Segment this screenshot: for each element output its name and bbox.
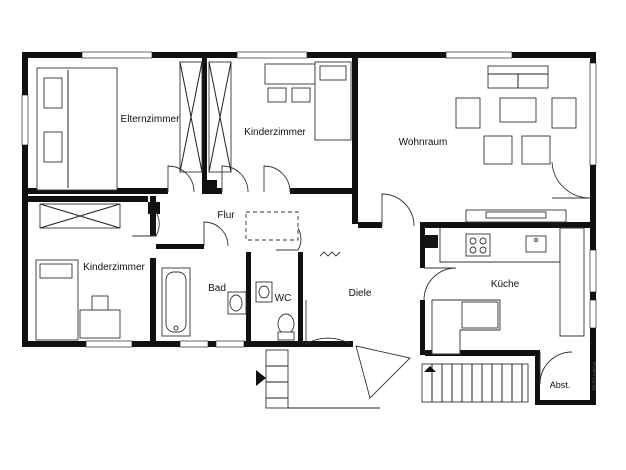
- door-kinderzimmer-left: [132, 211, 160, 237]
- door-entrance-outer: [355, 345, 411, 399]
- label-bad: Bad: [208, 283, 226, 294]
- kueche-fixtures: [431, 227, 585, 355]
- entrance-landing: [256, 349, 380, 409]
- window-kueche-upper: [589, 249, 597, 293]
- coffee-table: [499, 97, 537, 123]
- door-entrance-inner: [305, 300, 351, 345]
- wohnraum-furniture: [455, 65, 577, 223]
- label-abst: Abst.: [550, 380, 571, 390]
- door-bad: [203, 221, 229, 247]
- door-wohnraum: [381, 193, 415, 227]
- dining-chair: [483, 135, 513, 165]
- window-left-top: [21, 94, 29, 146]
- chair-left: [91, 295, 109, 311]
- door-kinderzimmer-top: [221, 165, 249, 193]
- entrance-arrow-icon: [256, 370, 266, 386]
- toilet: [277, 313, 295, 335]
- kitchen-table: [461, 301, 499, 329]
- elternzimmer-furniture: [36, 61, 203, 191]
- staircase: [421, 363, 529, 403]
- label-flur: Flur: [217, 210, 235, 221]
- cooktop: [465, 233, 491, 257]
- wc-fixtures: [255, 281, 295, 341]
- credit-text: McGrundriss: [592, 361, 598, 390]
- sink: [525, 235, 547, 253]
- landing-step: [265, 349, 289, 409]
- door-kueche: [423, 267, 457, 301]
- window-kinderzimmer-bottom: [85, 340, 133, 348]
- window-bad-2: [215, 340, 245, 348]
- flur-furniture: [245, 211, 341, 257]
- window-elternzimmer: [81, 51, 153, 59]
- bad-fixtures: [161, 267, 247, 337]
- doors: [132, 161, 591, 399]
- window-wohnraum-top: [445, 51, 513, 59]
- window-bad-1: [179, 340, 209, 348]
- door-balcony: [551, 161, 591, 199]
- label-diele: Diele: [349, 288, 372, 299]
- door-wc: [276, 227, 302, 251]
- door-abst: [539, 351, 573, 385]
- chair: [267, 87, 287, 103]
- label-wc: WC: [275, 293, 292, 304]
- label-wohnraum: Wohnraum: [399, 137, 448, 148]
- armchair: [455, 97, 481, 129]
- dashed-rug: [245, 211, 299, 241]
- window-kueche-lower: [589, 299, 597, 329]
- window-kinderzimmer-top: [236, 51, 308, 59]
- label-kinderzimmer-top: Kinderzimmer: [244, 127, 306, 138]
- kinderzimmer-left-furniture: [35, 203, 121, 341]
- door-elternzimmer: [167, 165, 195, 193]
- window-wohnraum-side: [589, 62, 597, 166]
- label-elternzimmer: Elternzimmer: [121, 114, 181, 125]
- label-kinderzimmer-left: Kinderzimmer: [83, 262, 145, 273]
- label-kueche: Küche: [491, 279, 520, 290]
- coat-rack: [319, 251, 341, 257]
- kinderzimmer-top-furniture: [208, 61, 352, 173]
- desk: [264, 63, 316, 85]
- room-labels: Elternzimmer Kinderzimmer Wohnraum Flur …: [83, 114, 598, 390]
- walls: [22, 52, 596, 405]
- desk-left: [79, 309, 121, 339]
